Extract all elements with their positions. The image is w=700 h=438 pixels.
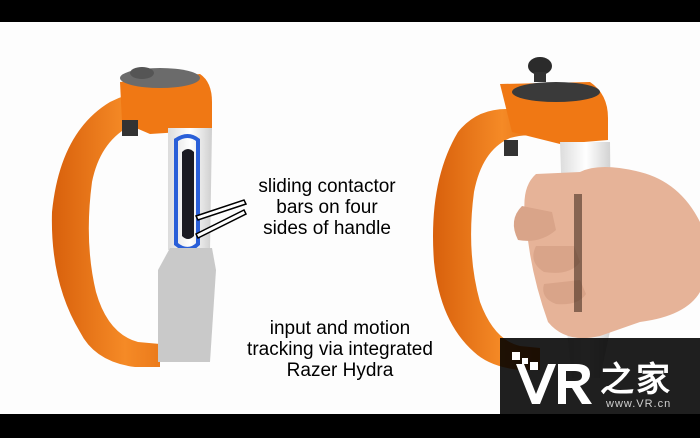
watermark-url: www.VR.cn bbox=[606, 398, 672, 410]
arrow-icon bbox=[194, 199, 248, 240]
hand-image bbox=[513, 167, 700, 339]
letterbox-bottom bbox=[0, 414, 700, 438]
image-stage: sliding contactor bars on four sides of … bbox=[0, 22, 700, 414]
vr-logo-icon bbox=[512, 352, 592, 404]
controller-render-right bbox=[433, 57, 700, 378]
letterbox-top bbox=[0, 0, 700, 22]
controller-frame-right bbox=[433, 108, 548, 371]
controller-render-left bbox=[51, 67, 248, 368]
controller-frame-left bbox=[51, 88, 198, 368]
controller-head-left bbox=[120, 74, 212, 134]
caption-contactors: sliding contactor bars on four sides of … bbox=[258, 176, 396, 239]
caption-tracking: input and motion tracking via integrated… bbox=[247, 318, 433, 381]
watermark-brand: 之家 bbox=[600, 360, 672, 400]
